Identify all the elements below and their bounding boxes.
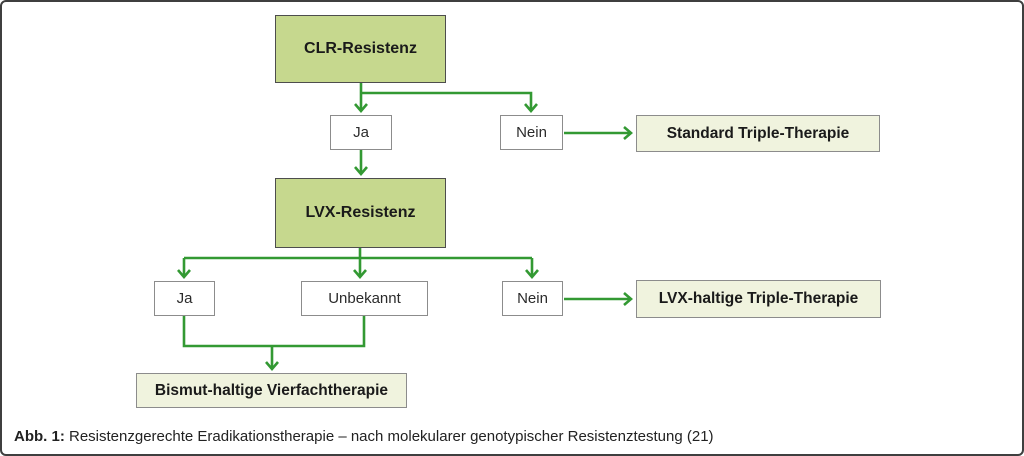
figure-caption-label: Abb. 1:: [14, 428, 65, 445]
node-nein-clr: Nein: [500, 115, 563, 150]
node-standard-triple-therapie: Standard Triple-Therapie: [636, 115, 880, 152]
node-nein-lvx: Nein: [502, 281, 563, 316]
node-lvx-resistenz: LVX-Resistenz: [275, 178, 446, 248]
node-lvx-haltige-triple-therapie: LVX-haltige Triple-Therapie: [636, 280, 881, 318]
node-clr-resistenz: CLR-Resistenz: [275, 15, 446, 83]
edge-clr-to-nein: [361, 91, 538, 113]
node-ja-lvx: Ja: [154, 281, 215, 316]
figure-caption: Abb. 1: Resistenzgerechte Eradikationsth…: [14, 428, 714, 445]
node-ja-clr: Ja: [330, 115, 392, 150]
figure-caption-text: Resistenzgerechte Eradikationstherapie –…: [64, 428, 714, 445]
node-unbekannt-lvx: Unbekannt: [301, 281, 428, 316]
node-bismut-haltige-vierfachtherapie: Bismut-haltige Vierfachtherapie: [136, 373, 407, 408]
edge-ja2-unbekannt-merge: [182, 316, 366, 348]
